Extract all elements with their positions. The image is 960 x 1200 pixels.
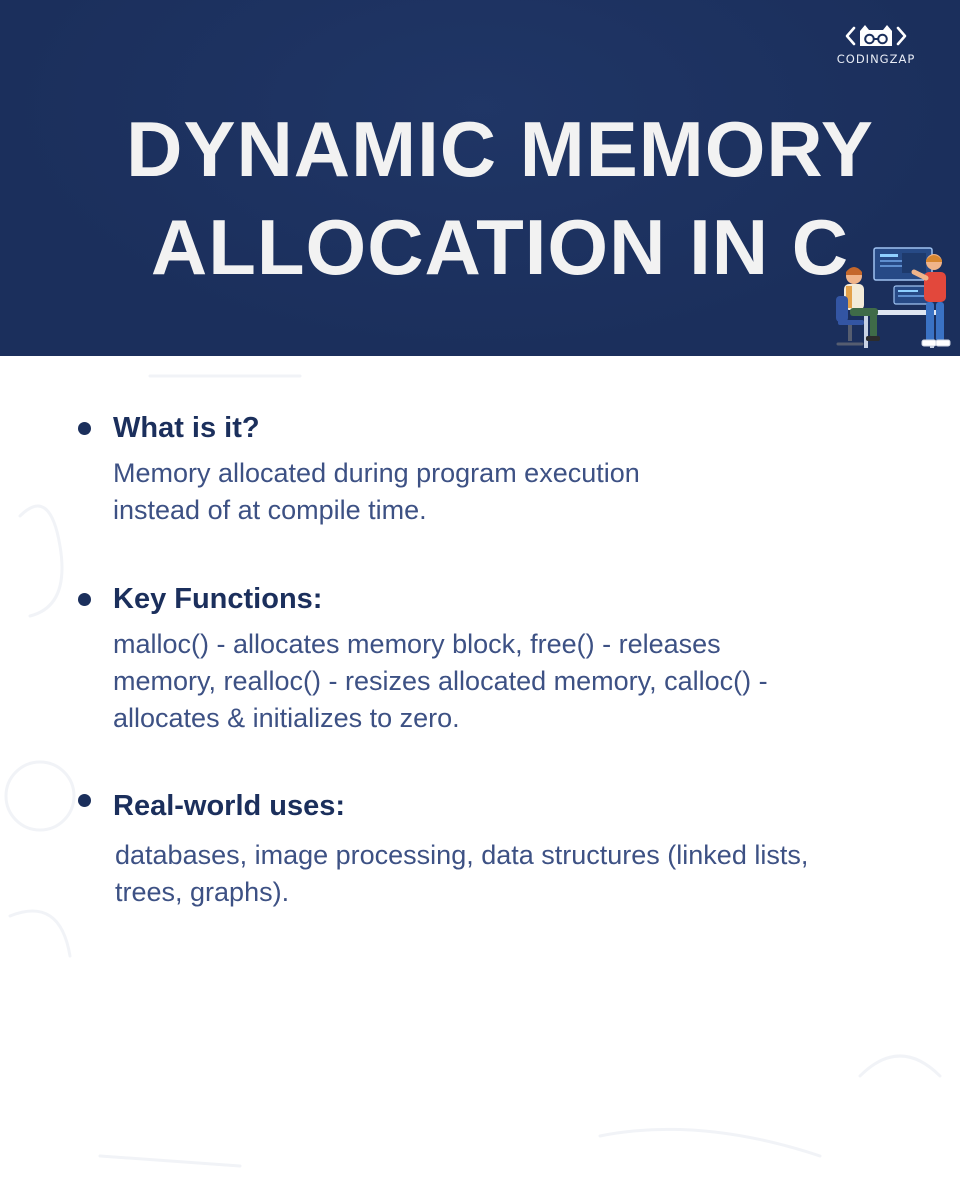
item-description-line: instead of at compile time. [113, 495, 427, 525]
bullet-dot [78, 794, 91, 807]
header-banner: CODINGZAP DYNAMIC MEMORY ALLOCATION IN C [0, 0, 960, 356]
item-description: malloc() - allocates memory block, free(… [113, 626, 893, 737]
item-description-line: memory, realloc() - resizes allocated me… [113, 666, 768, 696]
background-doodles [4, 374, 942, 1168]
item-description-line: allocates & initializes to zero. [113, 703, 460, 733]
bullet-dot [78, 593, 91, 606]
item-description-line: Memory allocated during program executio… [113, 458, 640, 488]
item-description-line: trees, graphs). [115, 877, 290, 907]
developers-illustration [836, 247, 951, 348]
item-description: Memory allocated during program executio… [113, 455, 893, 529]
item-heading: What is it? [113, 412, 260, 444]
header-shade [0, 0, 960, 356]
item-heading: Real-world uses: [113, 790, 346, 822]
brand-name: CODINGZAP [836, 52, 916, 66]
title-line-1: DYNAMIC MEMORY [126, 105, 874, 193]
item-description-line: databases, image processing, data struct… [115, 840, 809, 870]
page-title: DYNAMIC MEMORY ALLOCATION IN C [0, 100, 960, 296]
content-area [0, 356, 960, 1200]
bullet-dot [78, 422, 91, 435]
item-heading: Key Functions: [113, 583, 323, 615]
title-line-2: ALLOCATION IN C [150, 203, 850, 291]
codingzap-cat-icon [845, 25, 907, 46]
item-description: databases, image processing, data struct… [115, 837, 895, 911]
brand-logo: CODINGZAP [828, 22, 924, 66]
item-description-line: malloc() - allocates memory block, free(… [113, 629, 721, 659]
